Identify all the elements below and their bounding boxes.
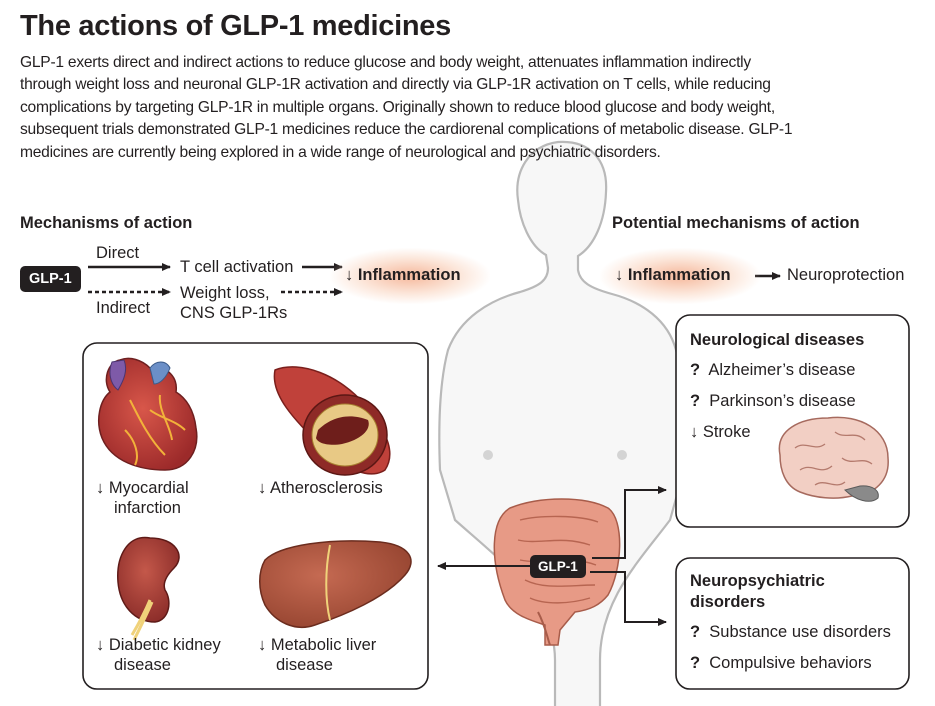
brain-icon [778, 416, 889, 502]
organ-label-line: Metabolic liver [270, 636, 377, 654]
neuropsych-header: Neuropsychiatric disorders [690, 571, 825, 613]
list-marker: ↓ [690, 423, 699, 441]
list-label: Stroke [702, 423, 751, 441]
organ-label-line: Diabetic kidney [108, 636, 221, 654]
glp1-connections [437, 486, 667, 626]
nipple-right [617, 450, 627, 460]
inflammation-label: Inflammation [627, 266, 731, 284]
neuropsych-header-line: disorders [690, 593, 766, 611]
down-arrow: ↓ [258, 479, 267, 497]
kidney-icon [117, 536, 180, 641]
list-marker: ? [690, 392, 701, 410]
tcell-label: T cell activation [180, 258, 294, 276]
list-item: ? Alzheimer’s disease [690, 355, 856, 386]
description-line: medicines are currently being explored i… [20, 143, 661, 161]
weight-loss-label: Weight loss, [180, 284, 270, 302]
down-arrow: ↓ [96, 479, 105, 497]
organ-label-line: Atherosclerosis [269, 479, 383, 497]
page-title: The actions of GLP-1 medicines [20, 10, 451, 42]
organ-label-line: disease [114, 656, 171, 674]
potential-header: Potential mechanisms of action [612, 214, 860, 232]
neuroprotection-label: Neuroprotection [787, 266, 905, 284]
list-marker: ? [690, 654, 701, 672]
inflammation-glow-left [330, 248, 490, 304]
neuropsych-header-line: Neuropsychiatric [690, 572, 825, 590]
inflammation-label: Inflammation [357, 266, 461, 284]
organ-label-line: infarction [114, 499, 181, 517]
organ-label-line: disease [276, 656, 333, 674]
list-label: Compulsive behaviors [709, 654, 872, 672]
organ-label-myocardial: ↓ Myocardial infarction [96, 478, 189, 518]
list-label: Alzheimer’s disease [708, 361, 856, 379]
mechanisms-header: Mechanisms of action [20, 214, 193, 232]
description-line: through weight loss and neuronal GLP-1R … [20, 76, 771, 94]
direct-label: Direct [96, 244, 140, 262]
cns-label: CNS GLP-1Rs [180, 304, 288, 322]
inflammation-left: ↓ Inflammation [345, 266, 461, 285]
down-arrow: ↓ [96, 636, 105, 654]
description-line: subsequent trials demonstrated GLP-1 med… [20, 121, 793, 139]
organ-label-line: Myocardial [108, 479, 189, 497]
list-label: Substance use disorders [709, 623, 891, 641]
list-item: ? Substance use disorders [690, 617, 891, 648]
list-item: ? Compulsive behaviors [690, 648, 891, 679]
list-marker: ? [690, 623, 701, 641]
organ-label-atherosclerosis: ↓ Atherosclerosis [258, 478, 383, 498]
list-label: Parkinson’s disease [709, 392, 856, 410]
organ-label-kidney: ↓ Diabetic kidney disease [96, 635, 221, 675]
down-arrow: ↓ [258, 636, 267, 654]
neurological-header: Neurological diseases [690, 331, 865, 349]
list-item: ↓ Stroke [690, 417, 856, 448]
center-glp1-badge: GLP-1 [530, 555, 586, 578]
list-marker: ? [690, 361, 701, 379]
glp1-badge: GLP-1 [20, 266, 81, 292]
organ-label-liver: ↓ Metabolic liver disease [258, 635, 376, 675]
down-arrow: ↓ [345, 266, 354, 284]
artery-icon [273, 366, 391, 476]
liver-icon [259, 540, 412, 628]
inflammation-glow-right [600, 248, 760, 304]
heart-icon [98, 357, 198, 471]
description-line: GLP-1 exerts direct and indirect actions… [20, 54, 751, 71]
down-arrow: ↓ [615, 266, 624, 284]
inflammation-right: ↓ Inflammation [615, 266, 731, 285]
nipple-left [483, 450, 493, 460]
description: GLP-1 exerts direct and indirect actions… [20, 52, 920, 164]
neuropsych-box-frame [675, 557, 910, 690]
neuropsych-list: ? Substance use disorders ? Compulsive b… [690, 617, 891, 679]
neurological-list: ? Alzheimer’s disease ? Parkinson’s dise… [690, 355, 856, 448]
indirect-label: Indirect [96, 299, 151, 317]
list-item: ? Parkinson’s disease [690, 386, 856, 417]
description-line: complications by targeting GLP-1R in mul… [20, 98, 775, 116]
